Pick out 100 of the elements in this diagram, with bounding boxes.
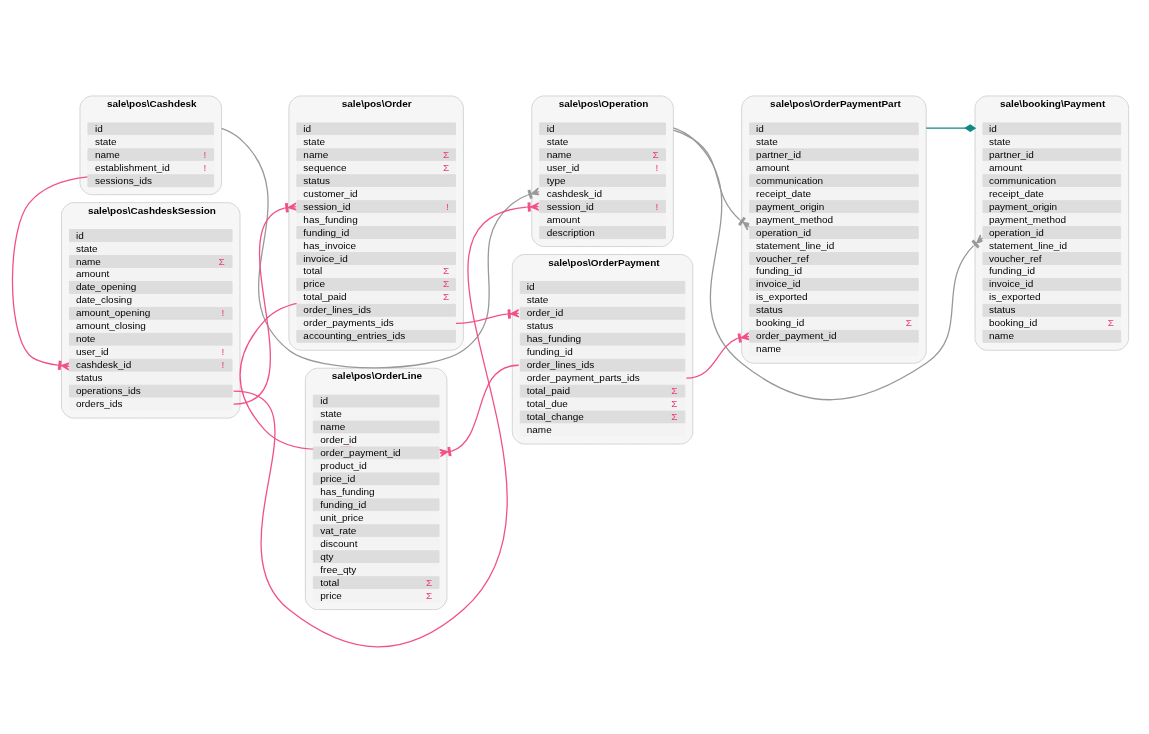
node-text: amount [756, 161, 790, 173]
node-box: funding_id [312, 497, 440, 511]
node-box: funding_id [296, 225, 456, 239]
node-text: free_qty [320, 563, 357, 575]
node-box: order_lines_ids [296, 303, 456, 317]
node-box: amount_opening ! [69, 306, 233, 320]
node-text: product_id [320, 459, 367, 471]
node-box: name [312, 420, 440, 434]
node-text: order_payment_parts_ids [526, 371, 640, 383]
node-text: date_closing [75, 293, 132, 305]
node-box: partner_id [982, 147, 1122, 161]
node-text: user_id ! [546, 161, 659, 173]
node-box: communication [982, 173, 1122, 187]
node-box: price Σ [296, 277, 456, 291]
node-text: amount_closing [75, 319, 146, 331]
node-text: booking_id Σ [756, 316, 912, 328]
node-text: has_invoice [303, 239, 357, 251]
node-box: price_id [312, 471, 440, 485]
node-text: funding_id [526, 345, 573, 357]
node-box: accounting_entries_ids [296, 329, 456, 343]
node-box: vat_rate [312, 523, 440, 537]
node-box: session_id ! [296, 199, 456, 213]
node-text: has_funding [303, 213, 358, 225]
node-box: qty [312, 549, 440, 563]
node-text: receipt_date [989, 187, 1044, 199]
connector [438, 364, 520, 457]
node-text: sequence Σ [303, 161, 450, 173]
node-box: id [519, 280, 686, 294]
node-box: status [296, 173, 456, 187]
node-text: funding_id [756, 264, 803, 276]
node-box: note [69, 332, 233, 346]
node-box: cashdesk_id ! [69, 358, 233, 372]
node-box: status [982, 303, 1122, 317]
node-box: invoice_id [296, 251, 456, 265]
node-text: state [75, 242, 98, 254]
node-box: invoice_id [749, 277, 919, 291]
node-box: date_opening [69, 280, 233, 294]
node-box: id [69, 228, 233, 242]
node-text: amount [989, 161, 1023, 173]
node-text: cashdesk_id [546, 187, 603, 199]
node-box: operation_id [749, 225, 919, 239]
node-box: total_change Σ [519, 410, 686, 424]
node-text: payment_method [756, 213, 834, 225]
node-text: discount [320, 537, 358, 549]
node-box: name Σ [296, 147, 456, 161]
node-text: payment_method [989, 213, 1067, 225]
node-text: has_funding [320, 485, 375, 497]
node-text: name [756, 342, 782, 354]
node-box: payment_origin [749, 199, 919, 213]
node-box: voucher_ref [749, 251, 919, 265]
node-box: operation_id [982, 225, 1122, 239]
node-box: type [539, 173, 666, 187]
node-box: name [982, 329, 1122, 343]
node-text: state [320, 407, 342, 419]
node-box: order_lines_ids [519, 358, 686, 372]
node-text: customer_id [303, 187, 358, 199]
node-box: operations_ids [69, 384, 233, 398]
node-text: statement_line_id [756, 239, 835, 251]
node-box: name ! [87, 147, 215, 161]
node-text: status [75, 371, 103, 383]
node-box: description [539, 225, 666, 239]
node-box: sessions_ids [87, 173, 215, 187]
node-box: partner_id [749, 147, 919, 161]
node-box: status [749, 303, 919, 317]
node-box: total_paid Σ [519, 384, 686, 398]
node-text: total Σ [303, 264, 450, 276]
node-text: unit_price [320, 511, 364, 523]
node-text: establishment_id ! [94, 161, 207, 173]
node-text: order_payments_ids [303, 316, 394, 328]
node-box: id [982, 121, 1122, 135]
node-text: is_exported [756, 290, 808, 302]
node-text: total_due Σ [526, 397, 678, 409]
node-text: funding_id [989, 264, 1036, 276]
node-box: id [312, 394, 440, 408]
node-box: id [749, 121, 919, 135]
node-box: total Σ [312, 575, 440, 589]
node-text: orders_ids [75, 397, 123, 409]
node-box: invoice_id [982, 277, 1122, 291]
node-text: name [526, 423, 552, 435]
node-text: state [526, 293, 549, 305]
node-box: id [296, 121, 456, 135]
node-box: has_funding [519, 332, 686, 346]
node-text: receipt_date [756, 187, 811, 199]
node-box: session_id ! [539, 199, 666, 213]
node-box: order_payment_id [749, 329, 919, 343]
node-text: is_exported [989, 290, 1041, 302]
node-text: amount [546, 213, 580, 225]
node-box: order_id [519, 306, 686, 320]
node-box: id [539, 121, 666, 135]
node-box: voucher_ref [982, 251, 1122, 265]
node-box: payment_origin [982, 199, 1122, 213]
node-text: booking_id Σ [989, 316, 1114, 328]
node-box: name Σ [69, 254, 233, 268]
node-box: communication [749, 173, 919, 187]
node-text: price Σ [320, 589, 433, 601]
node-box: name Σ [539, 147, 666, 161]
node-text: user_id ! [75, 345, 225, 357]
node-text: status [526, 319, 554, 331]
node-text: amount [75, 267, 110, 279]
connector [925, 123, 977, 132]
